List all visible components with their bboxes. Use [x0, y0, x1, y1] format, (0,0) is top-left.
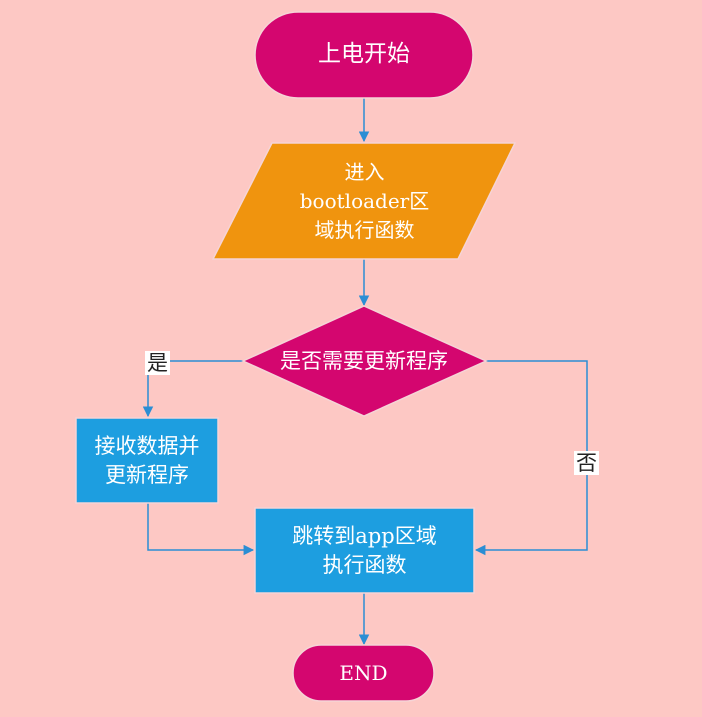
yes-edge-label: 是	[145, 351, 170, 375]
receive-update-process	[75, 417, 219, 504]
decision-diamond	[241, 305, 488, 417]
bootloader-label: 进入 bootloader区 域执行函数	[299, 159, 430, 242]
start-label: 上电开始	[318, 41, 410, 68]
end-terminal	[292, 644, 435, 702]
jump-app-label: 跳转到app区域 执行函数	[292, 523, 437, 577]
edge-receive-to-jump	[147, 503, 255, 556]
decision-label: 是否需要更新程序	[280, 348, 448, 373]
jump-app-process	[254, 507, 475, 594]
edge-no-to-jump	[474, 360, 588, 556]
start-terminal	[254, 11, 474, 99]
end-label: END	[339, 660, 388, 685]
receive-update-label: 接收数据并 更新程序	[94, 433, 200, 487]
no-edge-label: 否	[574, 451, 599, 475]
bootloader-io-parallelogram	[211, 142, 517, 260]
